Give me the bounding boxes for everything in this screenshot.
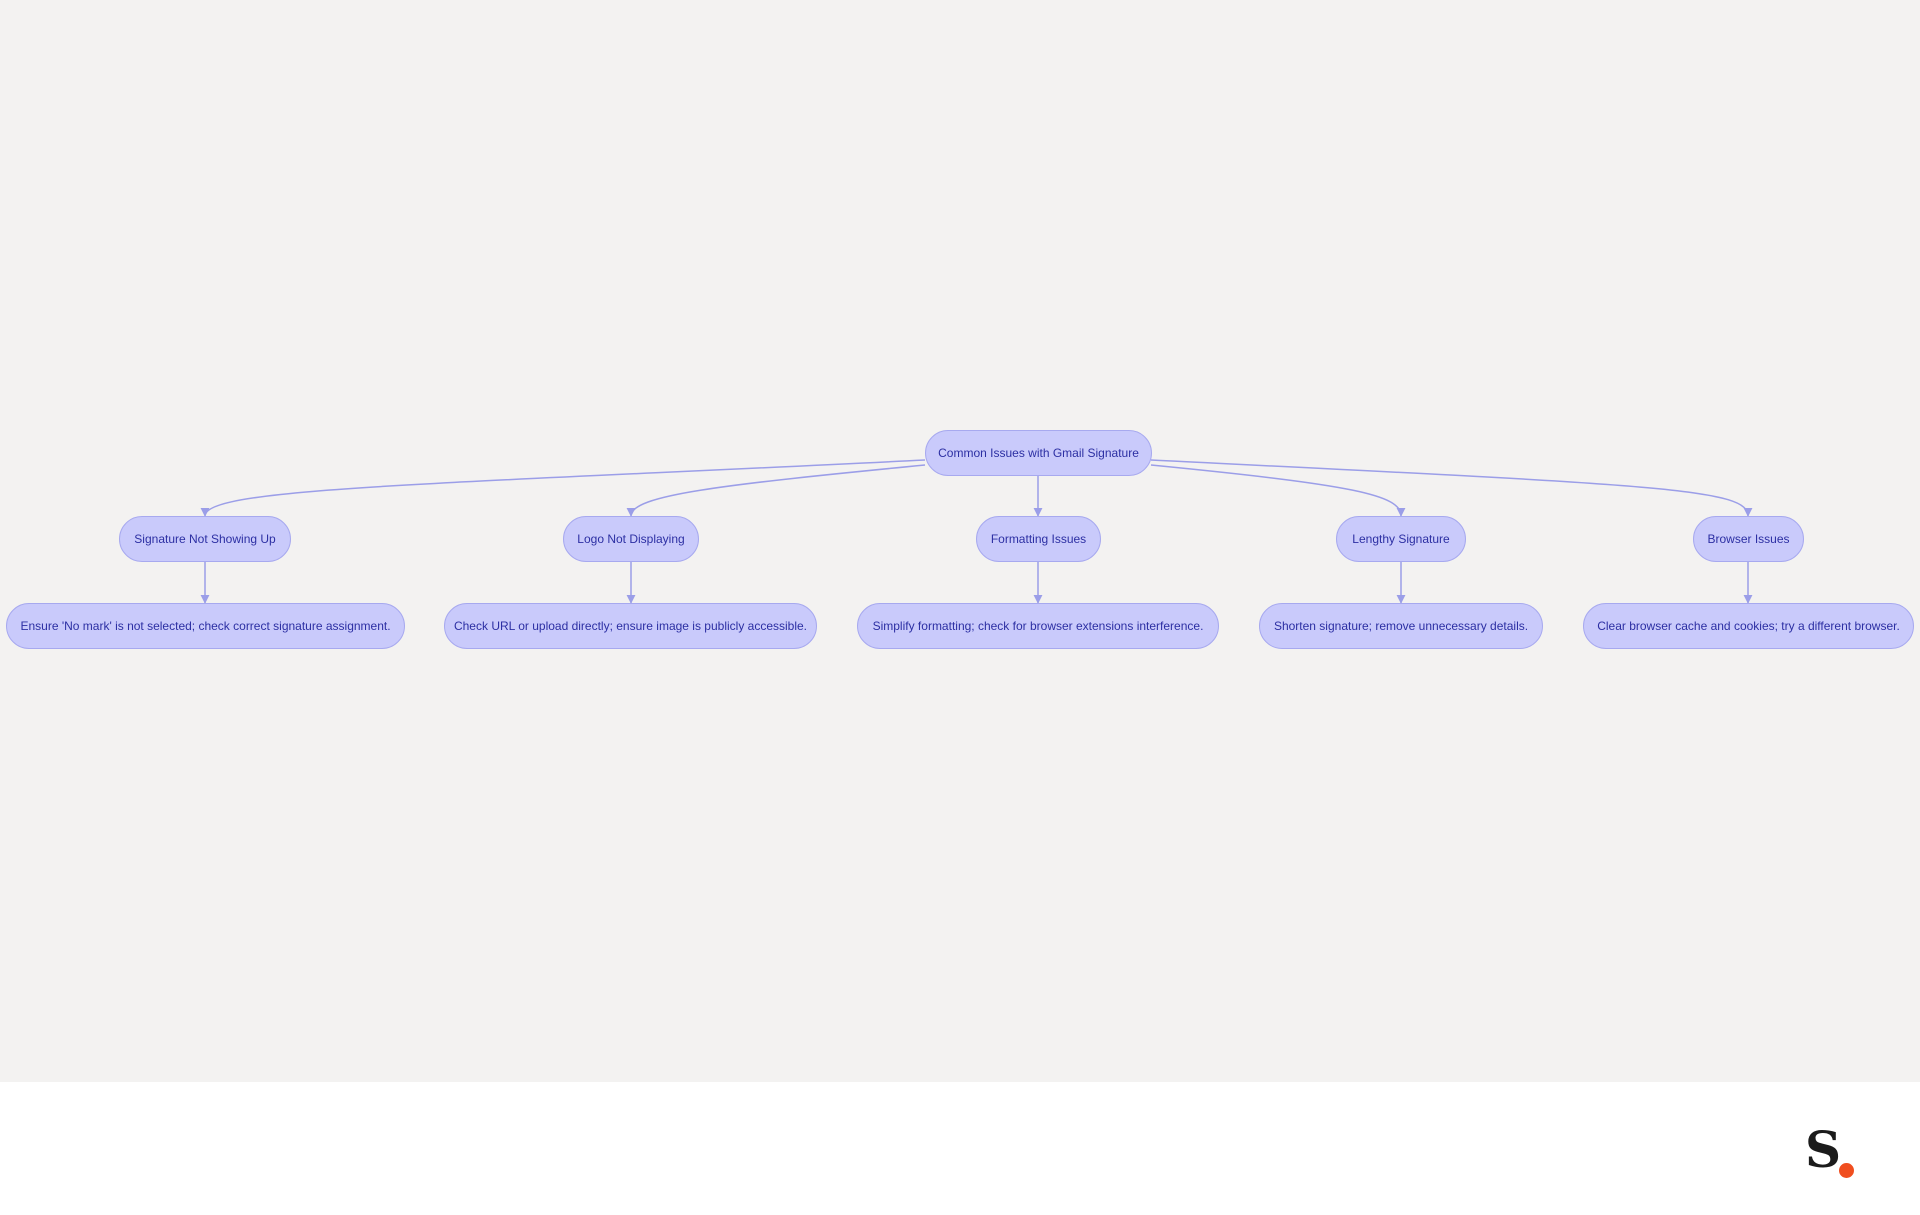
- solution-node-formatting-issues: Simplify formatting; check for browser e…: [857, 603, 1219, 649]
- solution-node-signature-not-showing: Ensure 'No mark' is not selected; check …: [6, 603, 405, 649]
- solution-node-browser-issues: Clear browser cache and cookies; try a d…: [1583, 603, 1914, 649]
- issue-node-label: Logo Not Displaying: [577, 532, 685, 546]
- solution-node-lengthy-signature: Shorten signature; remove unnecessary de…: [1259, 603, 1543, 649]
- issue-node-label: Lengthy Signature: [1352, 532, 1450, 546]
- root-node: Common Issues with Gmail Signature: [925, 430, 1152, 476]
- edge-root-to-signature-not-showing: [200, 459, 926, 517]
- issue-node-logo-not-displaying: Logo Not Displaying: [563, 516, 699, 562]
- footer: [0, 1082, 1920, 1215]
- issue-node-lengthy-signature: Lengthy Signature: [1336, 516, 1466, 562]
- issue-node-label: Signature Not Showing Up: [134, 532, 276, 546]
- brand-dot-icon: [1839, 1163, 1854, 1178]
- solution-node-label: Simplify formatting; check for browser e…: [872, 619, 1204, 633]
- edge-root-to-browser-issues: [1150, 459, 1753, 517]
- brand-s-logo-icon: S: [1805, 1125, 1865, 1181]
- diagram-canvas: Common Issues with Gmail Signature Signa…: [0, 0, 1920, 1082]
- solution-node-label: Shorten signature; remove unnecessary de…: [1273, 619, 1529, 633]
- issue-node-signature-not-showing: Signature Not Showing Up: [119, 516, 291, 562]
- brand-letter-glyph: S: [1805, 1120, 1842, 1179]
- issue-node-browser-issues: Browser Issues: [1693, 516, 1804, 562]
- edge-root-to-logo-not-displaying: [626, 464, 926, 517]
- issue-node-formatting-issues: Formatting Issues: [976, 516, 1101, 562]
- edge-root-to-lengthy-signature: [1150, 464, 1406, 517]
- issue-node-label: Browser Issues: [1707, 532, 1790, 546]
- issue-node-label: Formatting Issues: [990, 532, 1087, 546]
- diagram-edges: [200, 459, 1753, 604]
- solution-node-label: Ensure 'No mark' is not selected; check …: [20, 619, 391, 633]
- solution-node-label: Check URL or upload directly; ensure ima…: [453, 619, 808, 633]
- root-node-label: Common Issues with Gmail Signature: [938, 446, 1139, 460]
- solution-node-label: Clear browser cache and cookies; try a d…: [1597, 619, 1900, 633]
- solution-node-logo-not-displaying: Check URL or upload directly; ensure ima…: [444, 603, 817, 649]
